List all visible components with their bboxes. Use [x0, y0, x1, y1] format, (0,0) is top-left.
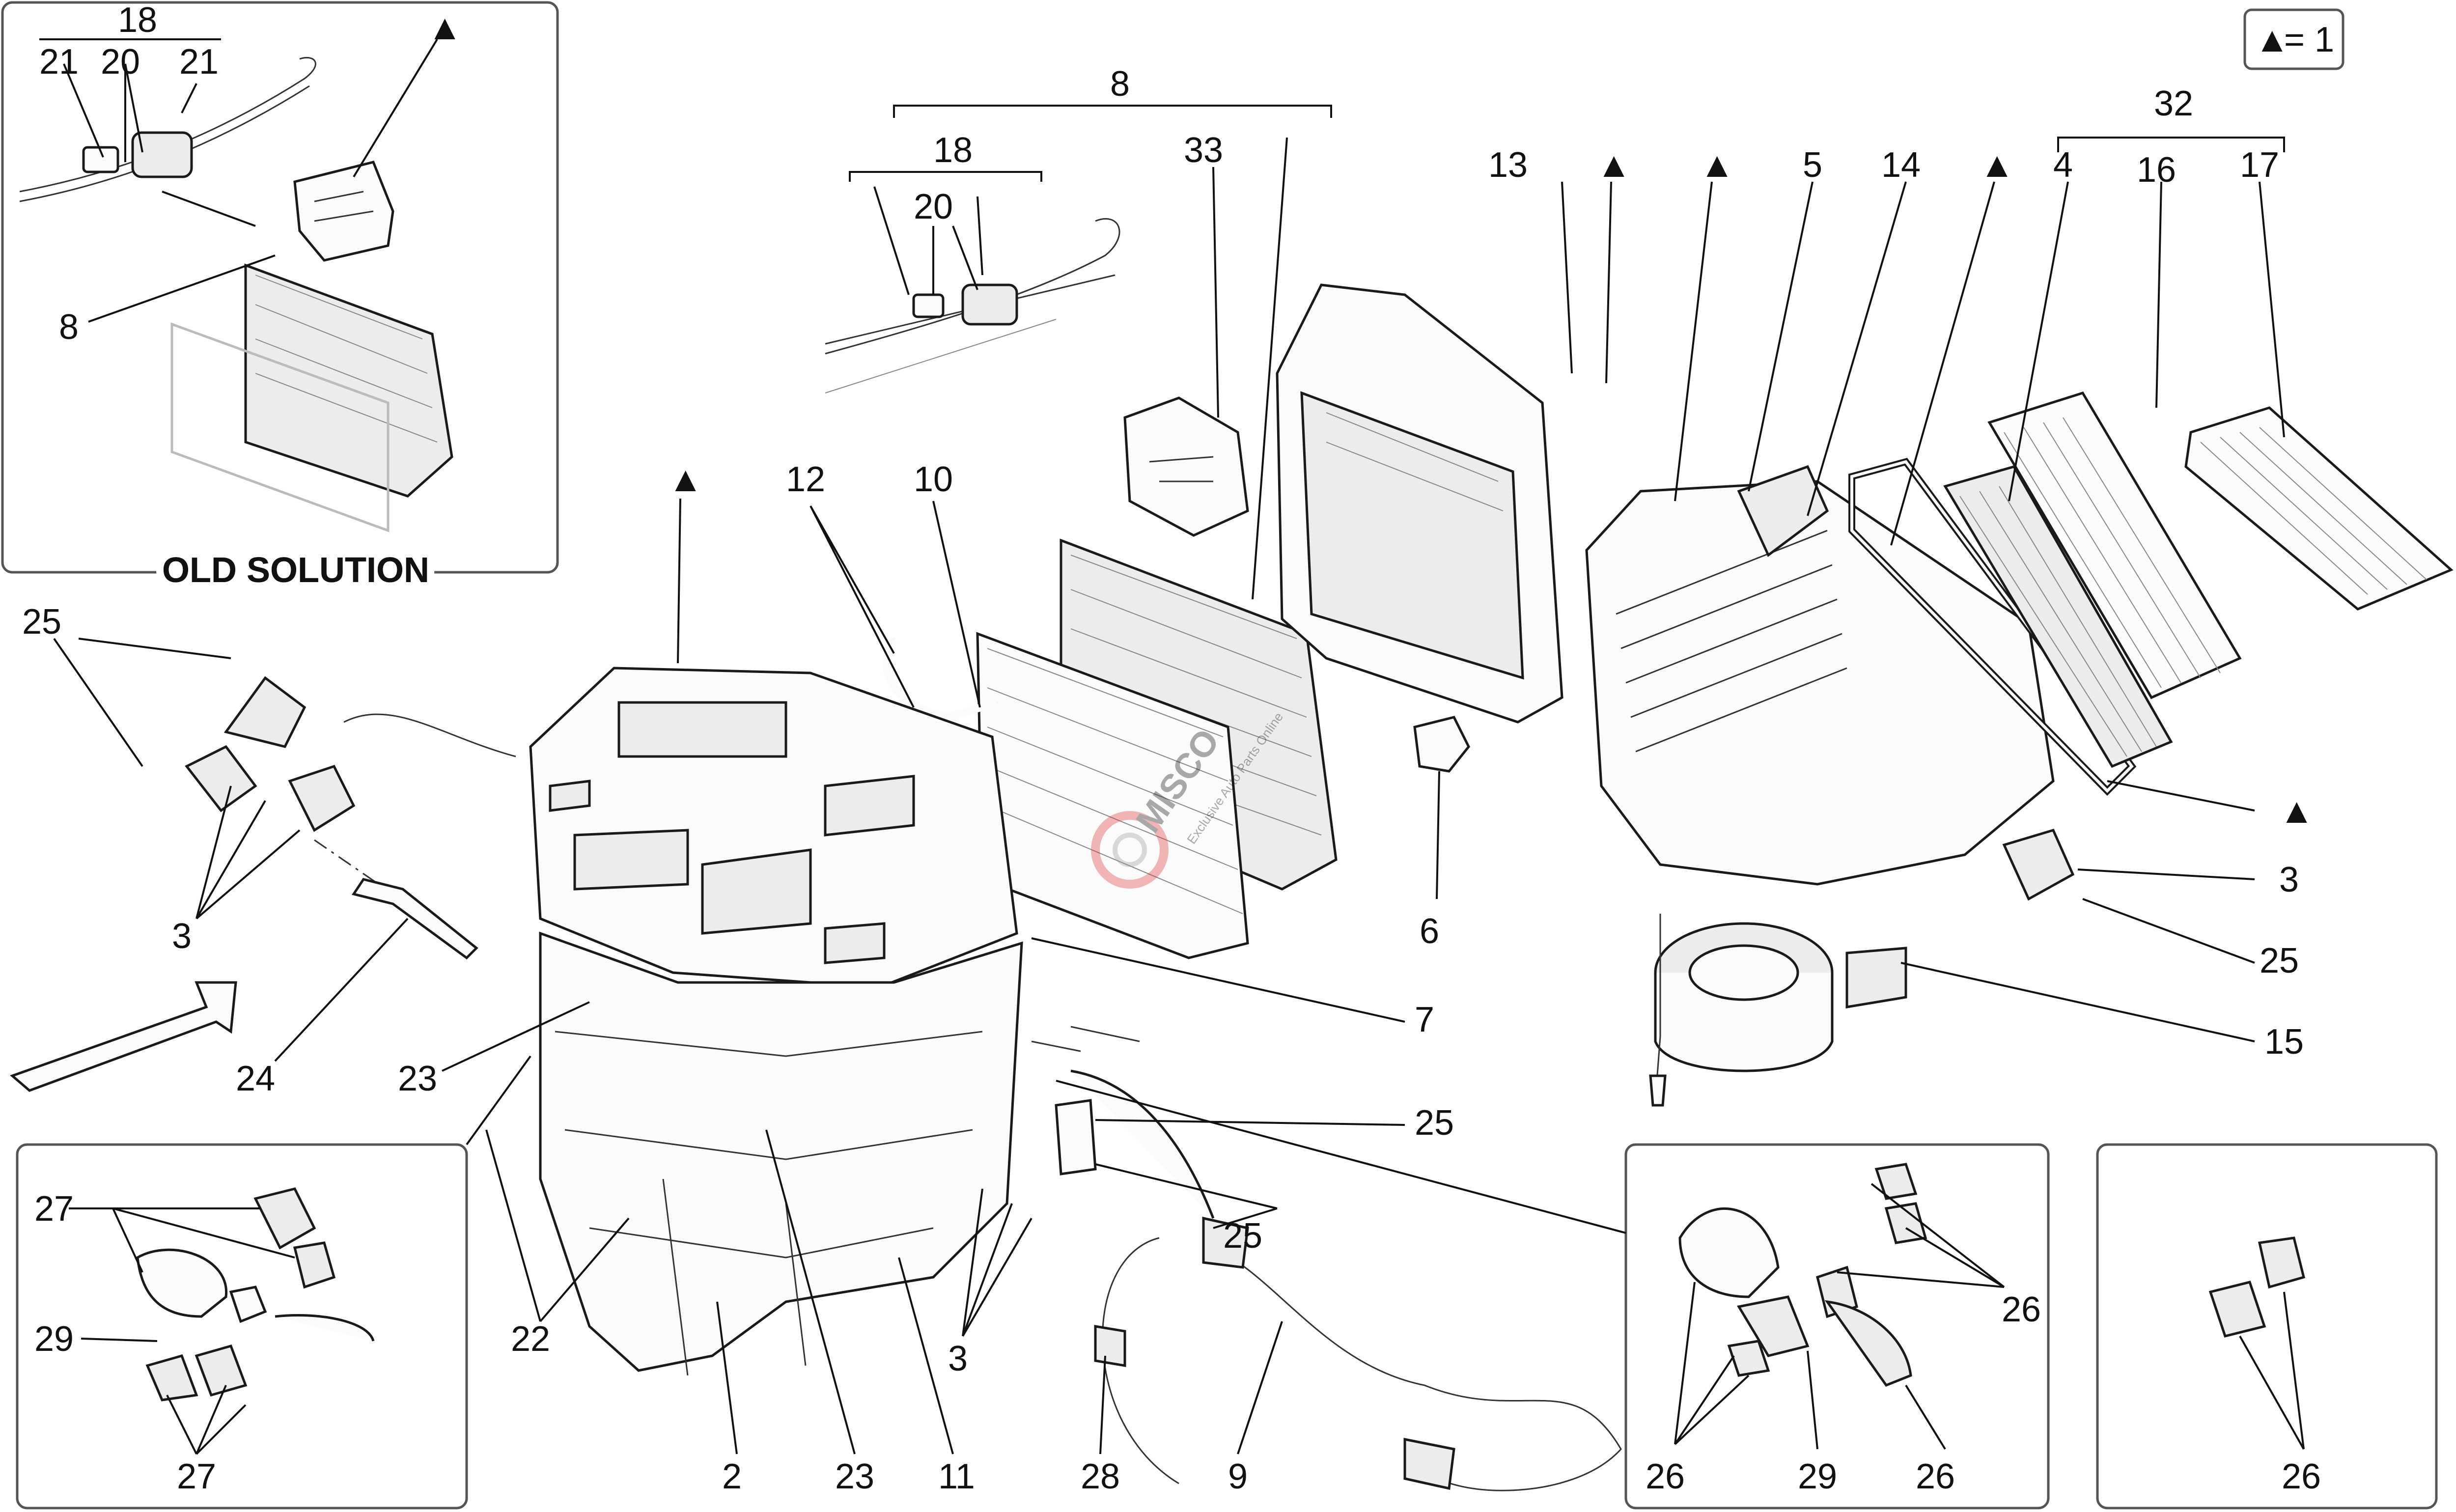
callout-3-bottom: 3	[948, 1339, 968, 1378]
hvac-unit-left: ▲ 25 3 24 23 22 2 23 11 3	[10, 460, 1622, 1496]
callout-21-old-a: 21	[39, 42, 79, 82]
callout-25-right: 25	[2260, 941, 2299, 980]
callout-13: 13	[1488, 145, 1528, 185]
inset-bottom-left: 27 29 27	[16, 1055, 531, 1510]
hvac-unit-right: 6 15 3 25 13 ▲	[1276, 84, 2454, 1107]
evaporator-group: 8 18 20 33 12 10	[786, 64, 1338, 959]
callout-4: 4	[2053, 145, 2073, 185]
callout-14: 14	[1881, 145, 1921, 185]
callout-23-bottom: 23	[835, 1457, 874, 1496]
callout-17: 17	[2240, 145, 2279, 185]
callout-7: 7	[1415, 1000, 1434, 1039]
callout-triangle-top: ▲	[668, 460, 703, 499]
callout-9: 9	[1228, 1457, 1248, 1496]
inset-old-solution: 18 21 20 21 ▲ 8 OLD SOLUTION OLD SOLUTIO…	[1, 0, 559, 597]
callout-3-right: 3	[2279, 860, 2299, 899]
callout-25-bottom: 25	[1223, 1216, 1262, 1256]
callout-25-left: 25	[22, 602, 61, 642]
callout-triangle-c: ▲	[1980, 145, 2014, 185]
callout-21-old-b: 21	[179, 42, 219, 82]
callout-26-left: 26	[1646, 1457, 1685, 1496]
callout-28: 28	[1081, 1457, 1120, 1496]
callout-5: 5	[1803, 145, 1822, 185]
inset-bottom-right: 26 26 29 26	[1056, 1080, 2050, 1510]
callout-16: 16	[2137, 150, 2176, 190]
callout-triangle-a: ▲	[1596, 145, 1631, 185]
callout-3-left: 3	[172, 917, 192, 956]
callout-31: 26	[2282, 1457, 2321, 1496]
legend-box: ▲ = 1	[2243, 8, 2344, 70]
callout-15: 15	[2264, 1022, 2304, 1062]
callout-2: 2	[722, 1457, 742, 1496]
callout-26-right: 26	[2002, 1290, 2041, 1329]
callout-12: 12	[786, 460, 825, 499]
callout-triangle-b: ▲	[1700, 145, 1734, 185]
legend-symbol: ▲	[2255, 20, 2289, 59]
inset-far-right: 26	[2096, 1143, 2438, 1510]
callout-29-right: 29	[1798, 1457, 1837, 1496]
legend-text: = 1	[2284, 20, 2334, 59]
callout-27-bottom: 27	[177, 1457, 216, 1496]
callout-8: 8	[1110, 64, 1130, 104]
callout-10: 10	[914, 460, 953, 499]
callout-20: 20	[914, 187, 953, 226]
callout-22: 22	[511, 1319, 550, 1359]
callout-triangle-old: ▲	[427, 8, 462, 47]
callout-23-left: 23	[398, 1059, 437, 1098]
callout-33: 33	[1184, 131, 1223, 170]
old-solution-caption: OLD SOLUTION	[162, 551, 429, 590]
callout-18: 18	[933, 131, 973, 170]
callout-24: 24	[236, 1059, 275, 1098]
callout-26-bottom: 26	[1916, 1457, 1955, 1496]
callout-11: 11	[938, 1457, 975, 1496]
callout-29-left: 29	[34, 1319, 74, 1359]
callout-18-old: 18	[118, 0, 157, 40]
old-solution-caption-text: OLD SOLUTION	[162, 551, 429, 590]
callout-27-top: 27	[34, 1189, 74, 1229]
callout-triangle-right: ▲	[2279, 791, 2314, 831]
callout-25-mid: 25	[1415, 1103, 1454, 1143]
callout-32: 32	[2154, 84, 2193, 123]
callout-8-old: 8	[59, 308, 79, 347]
callout-6: 6	[1420, 912, 1439, 951]
callout-20-old: 20	[101, 42, 140, 82]
